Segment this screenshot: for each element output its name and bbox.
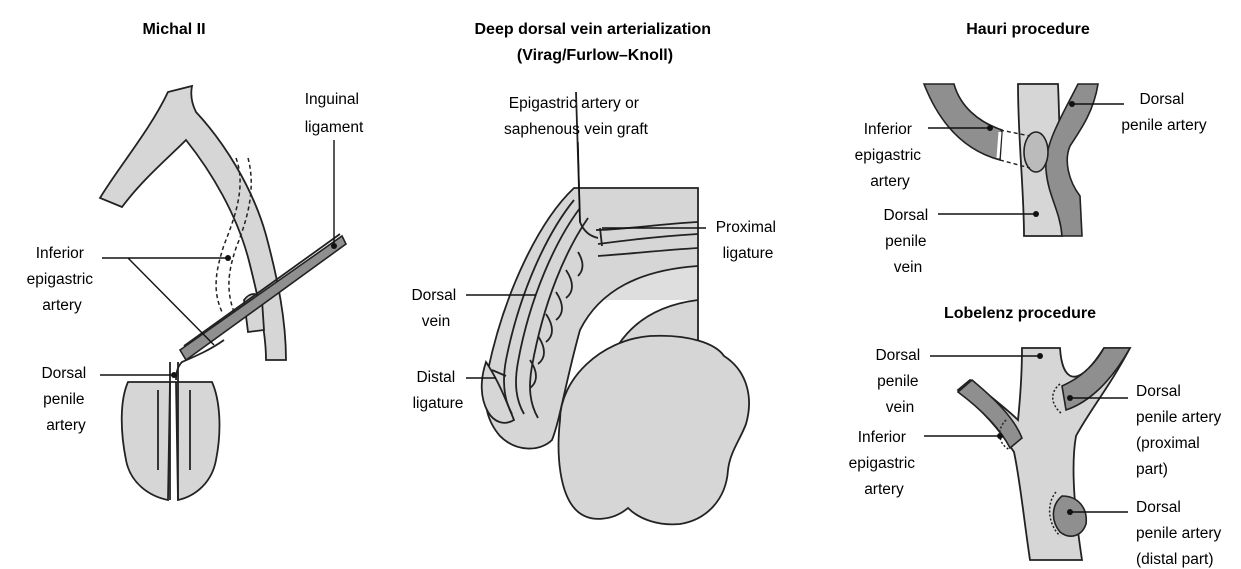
virag-testis (559, 336, 749, 525)
hauri-panel: Hauri procedure Inferior epigastric arte… (855, 21, 1207, 276)
lobelenz-distal-label: Dorsal penile artery (distal part) (1136, 499, 1226, 568)
hauri-artery-label: Dorsal penile artery (1121, 91, 1207, 134)
virag-proximal-label: Proximal ligature (716, 219, 781, 262)
michal-panel: Michal II Inguinal ligament Inferior epi… (27, 21, 364, 500)
michal-inguinal-label: Inguinal ligament (305, 91, 364, 136)
michal-dorsal-label: Dorsal penile artery (41, 365, 90, 434)
virag-dorsal-vein-label: Dorsal vein (411, 287, 460, 330)
lobelenz-vein-label: Dorsal penile vein (875, 347, 924, 416)
virag-panel: Deep dorsal vein arterialization (Virag/… (411, 21, 780, 524)
hauri-epigastric-label: Inferior epigastric artery (855, 121, 926, 190)
hauri-title: Hauri procedure (966, 21, 1090, 38)
lobelenz-panel: Lobelenz procedure Dorsal penile vein In… (849, 305, 1226, 568)
lobelenz-title: Lobelenz procedure (944, 305, 1096, 322)
hauri-vein-label: Dorsal penile vein (883, 207, 932, 276)
lobelenz-epigastric-label: Inferior epigastric artery (849, 429, 920, 498)
hauri-epigastric (924, 84, 1002, 160)
michal-epigastric-label: Inferior epigastric artery (27, 245, 98, 314)
virag-distal-label: Distal ligature (413, 369, 464, 412)
lobelenz-proximal-label: Dorsal penile artery (proximal part) (1136, 383, 1226, 478)
michal-title: Michal II (142, 21, 205, 38)
virag-title: Deep dorsal vein arterialization (Virag/… (475, 21, 716, 64)
lobelenz-artery-distal (1053, 496, 1086, 536)
